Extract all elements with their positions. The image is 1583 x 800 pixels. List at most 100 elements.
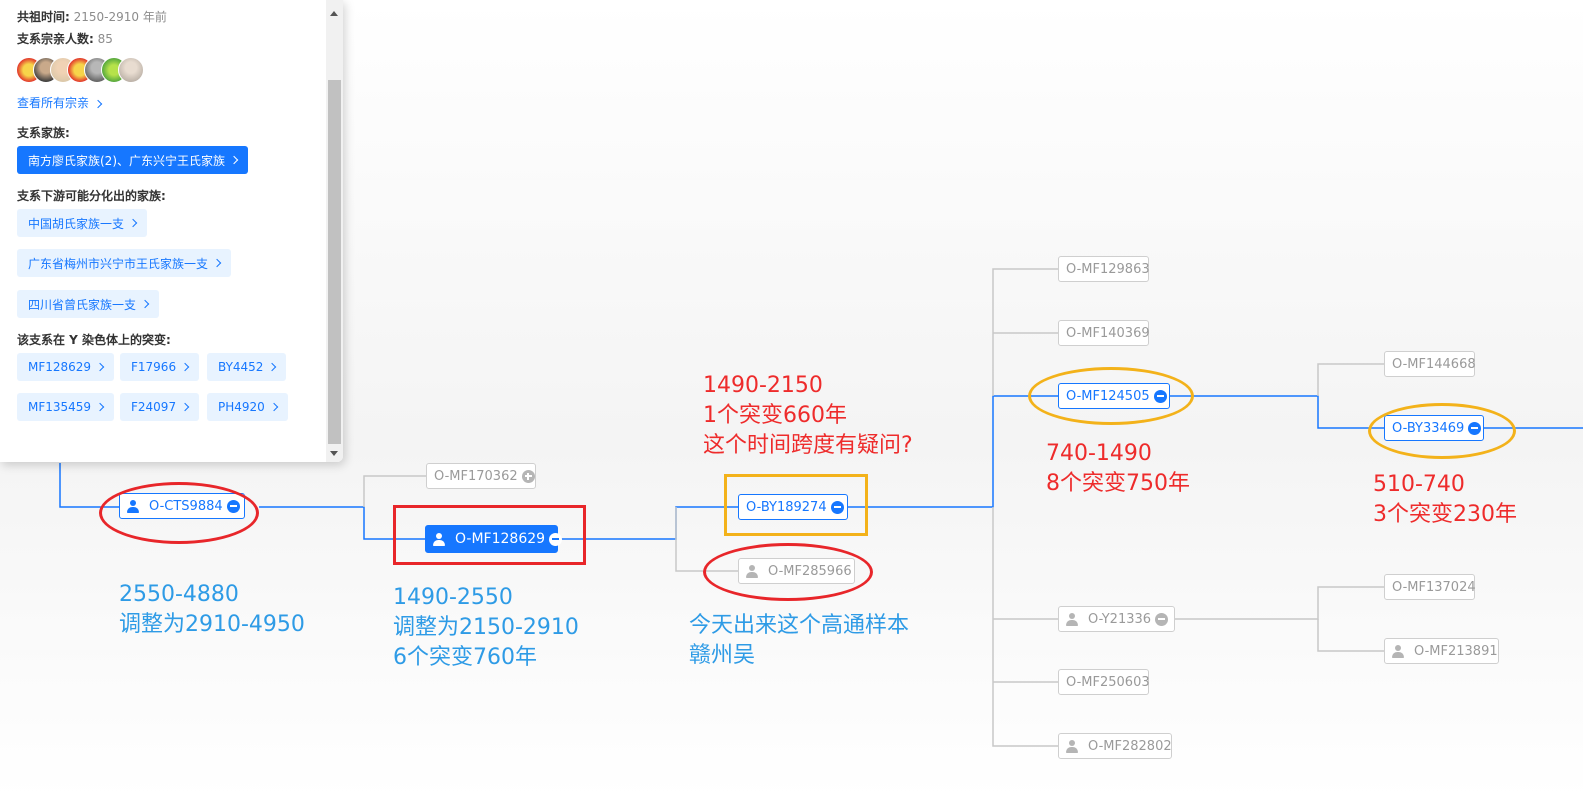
node-label: O-MF140369 (1066, 325, 1150, 341)
node-label: O-MF129863 (1066, 261, 1150, 277)
collapse-icon[interactable] (226, 499, 240, 513)
note-line: 调整为2150-2910 (393, 615, 579, 640)
node-label: O-MF250603 (1066, 674, 1150, 690)
node-mf250603[interactable]: O-MF250603 (1058, 669, 1150, 695)
person-icon (1066, 739, 1078, 753)
common-ancestor-value: 2150-2910 年前 (73, 10, 167, 24)
downstream-family-label: 广东省梅州市兴宁市王氏家族一支 (28, 256, 209, 271)
node-label: O-Y21336 (1088, 611, 1152, 627)
node-mf213891[interactable]: O-MF213891 (1384, 638, 1499, 664)
mutation-tag[interactable]: MF128629 (17, 353, 115, 381)
node-label: O-MF213891 (1414, 643, 1498, 659)
node-label: O-MF144668 (1392, 356, 1476, 372)
chevron-right-icon (128, 218, 138, 228)
downstream-family-label: 四川省曾氏家族一支 (28, 297, 137, 312)
downstream-family-tag[interactable]: 四川省曾氏家族一支 (17, 290, 160, 318)
collapse-icon[interactable] (1155, 612, 1169, 626)
families-tag-label: 南方廖氏家族(2)、广东兴宁王氏家族 (28, 153, 225, 168)
collapse-icon[interactable] (1153, 389, 1167, 403)
note-line: 3个突变230年 (1373, 502, 1517, 527)
mutations-heading: 该支系在 Y 染色体上的突变: (17, 331, 171, 348)
node-mf282802[interactable]: O-MF282802 (1058, 733, 1172, 759)
scroll-down-arrow-icon[interactable] (330, 451, 338, 456)
collapse-icon[interactable] (549, 532, 563, 546)
note-line: 510-740 (1373, 472, 1465, 497)
mutations-heading-label: 该支系在 Y 染色体上的突变: (17, 333, 171, 347)
view-all-members-label: 查看所有宗亲 (17, 96, 90, 110)
collapse-icon[interactable] (1468, 421, 1482, 435)
mutation-tag[interactable]: F24097 (120, 393, 200, 421)
downstream-heading: 支系下游可能分化出的家族: (17, 187, 166, 204)
node-label: O-MF137024 (1392, 579, 1476, 595)
chevron-right-icon (268, 362, 277, 372)
note-line: 1个突变660年 (703, 403, 847, 428)
mutation-tag[interactable]: MF135459 (17, 393, 115, 421)
downstream-family-tag[interactable]: 广东省梅州市兴宁市王氏家族一支 (17, 249, 232, 277)
node-by189274[interactable]: O-BY189274 (738, 494, 848, 520)
families-heading: 支系家族: (17, 124, 70, 141)
node-cts9884[interactable]: O-CTS9884 (119, 493, 245, 519)
note-line: 赣州吴 (689, 643, 756, 668)
node-label: O-BY33469 (1392, 420, 1465, 436)
mutation-label: MF135459 (28, 400, 92, 414)
node-mf124505[interactable]: O-MF124505 (1058, 383, 1170, 409)
annotation-note-mf128629: 1490-2550 调整为2150-2910 6个突变760年 (393, 583, 579, 673)
node-mf128629[interactable]: O-MF128629 (425, 525, 563, 553)
scroll-up-arrow-icon[interactable] (330, 11, 338, 16)
mutation-tag[interactable]: BY4452 (207, 353, 287, 381)
downstream-family-tag[interactable]: 中国胡氏家族一支 (17, 209, 148, 237)
chevron-right-icon (229, 155, 239, 165)
node-label: O-MF124505 (1066, 388, 1150, 404)
note-line: 2550-4880 (119, 582, 239, 607)
chevron-right-icon (95, 402, 105, 412)
chevron-right-icon (95, 362, 105, 372)
annotation-note-by189274: 1490-2150 1个突变660年 这个时间跨度有疑问? (703, 371, 913, 461)
note-line: 这个时间跨度有疑问? (703, 433, 913, 458)
note-line: 740-1490 (1046, 441, 1152, 466)
expand-icon[interactable] (521, 469, 535, 483)
node-label: O-MF285966 (768, 563, 852, 579)
common-ancestor-label: 共祖时间: (17, 10, 70, 24)
node-label: O-MF128629 (455, 531, 546, 547)
member-count-label: 支系宗亲人数: (17, 32, 94, 46)
node-mf170362[interactable]: O-MF170362 (426, 463, 536, 489)
mutation-label: MF128629 (28, 360, 92, 374)
chevron-right-icon (180, 362, 190, 372)
view-all-members-link[interactable]: 查看所有宗亲 (17, 94, 103, 111)
chevron-right-icon (212, 258, 222, 268)
scrollbar-thumb[interactable] (328, 80, 341, 444)
person-icon (746, 564, 758, 578)
person-icon (1392, 644, 1404, 658)
annotation-note-cts9884: 2550-4880 调整为2910-4950 (119, 580, 305, 640)
panel-scrollbar[interactable] (326, 0, 343, 462)
person-icon (433, 532, 445, 546)
node-mf140369[interactable]: O-MF140369 (1058, 320, 1150, 346)
mutation-tag[interactable]: PH4920 (207, 393, 288, 421)
node-label: O-MF282802 (1088, 738, 1172, 754)
node-mf137024[interactable]: O-MF137024 (1384, 574, 1476, 600)
node-y21336[interactable]: O-Y21336 (1058, 606, 1175, 632)
node-label: O-CTS9884 (149, 498, 223, 514)
node-mf144668[interactable]: O-MF144668 (1384, 351, 1476, 377)
chevron-right-icon (269, 402, 279, 412)
families-heading-label: 支系家族: (17, 126, 70, 140)
chevron-right-icon (180, 402, 190, 412)
node-mf285966[interactable]: O-MF285966 (738, 558, 855, 584)
branch-info-panel: 共祖时间: 2150-2910 年前 支系宗亲人数: 85 查看所有宗亲 支系家… (0, 0, 343, 462)
families-tag[interactable]: 南方廖氏家族(2)、广东兴宁王氏家族 (17, 146, 248, 174)
avatar[interactable] (118, 57, 144, 83)
node-mf129863[interactable]: O-MF129863 (1058, 256, 1150, 282)
note-line: 8个突变750年 (1046, 471, 1190, 496)
annotation-note-mf285966: 今天出来这个高通样本 赣州吴 (689, 611, 909, 671)
mutation-label: F17966 (131, 360, 177, 374)
collapse-icon[interactable] (830, 500, 844, 514)
member-count-row: 支系宗亲人数: 85 (17, 30, 113, 47)
note-line: 今天出来这个高通样本 (689, 613, 910, 638)
mutation-tag[interactable]: F17966 (120, 353, 200, 381)
node-by33469[interactable]: O-BY33469 (1384, 415, 1484, 441)
node-label: O-BY189274 (746, 499, 827, 515)
note-line: 1490-2150 (703, 373, 823, 398)
mutation-label: BY4452 (218, 360, 264, 374)
common-ancestor-row: 共祖时间: 2150-2910 年前 (17, 8, 167, 25)
